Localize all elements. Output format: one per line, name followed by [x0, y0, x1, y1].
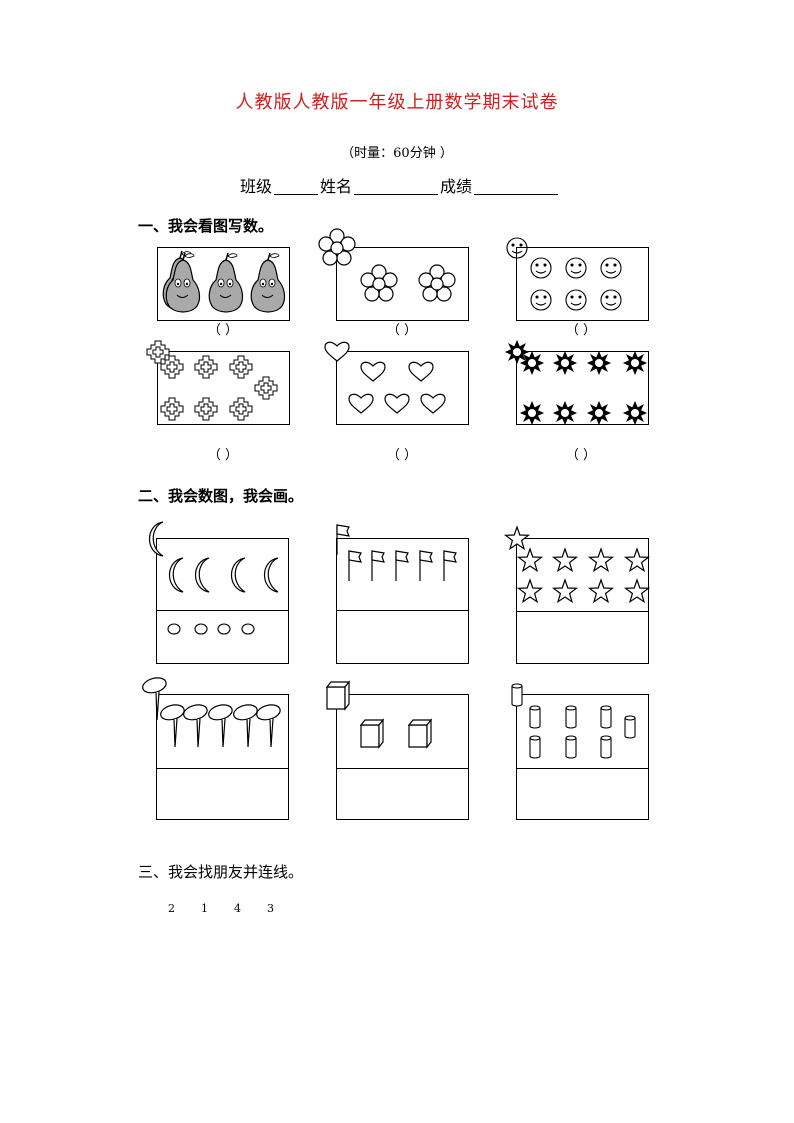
moon-draw-box	[149, 521, 289, 664]
answer-blank[interactable]: （ ）	[565, 448, 597, 463]
cube-icon	[325, 680, 432, 748]
cross-tile-icon	[146, 340, 278, 421]
flag-icon	[336, 524, 457, 582]
moon-icon	[149, 521, 279, 593]
match-number[interactable]: 1	[201, 902, 208, 915]
star-draw-box	[503, 525, 650, 664]
answer-blank[interactable]: （ ）	[386, 448, 418, 463]
pear-icon	[162, 250, 286, 313]
pear-picture-box	[157, 247, 290, 321]
draw-divider	[157, 610, 288, 611]
sun-icon	[504, 339, 647, 425]
name-field[interactable]	[354, 174, 439, 195]
draw-divider	[337, 768, 468, 769]
section-2-heading: 二、我会数图，我会画。	[138, 487, 304, 505]
cylinder-icon	[511, 683, 636, 759]
cylinder-draw-box	[511, 683, 649, 820]
section-1-heading: 一、我会看图写数。	[138, 217, 274, 235]
heart-picture-box	[324, 341, 469, 425]
name-label: 姓名	[320, 177, 353, 196]
draw-divider	[157, 768, 288, 769]
circle-icon	[167, 623, 255, 635]
matching-numbers: 2 1 4 3	[168, 902, 274, 915]
cross-tile-picture-box	[146, 340, 290, 425]
flag-draw-box	[336, 524, 469, 664]
draw-divider	[337, 610, 468, 611]
section-3-heading: 三、我会找朋友并连线。	[138, 863, 304, 881]
score-label: 成绩	[440, 177, 473, 196]
class-field[interactable]	[274, 174, 319, 195]
student-info-row: 班级 姓名 成绩	[240, 173, 560, 197]
answer-blank[interactable]: （ ）	[565, 323, 597, 338]
heart-icon	[324, 341, 446, 414]
match-number[interactable]: 4	[234, 902, 241, 915]
cube-draw-box	[325, 680, 469, 820]
class-label: 班级	[240, 177, 273, 196]
smiley-picture-box	[506, 237, 649, 321]
page-title: 人教版人教版一年级上册数学期末试卷	[235, 92, 559, 113]
answer-blank[interactable]: （ ）	[207, 448, 239, 463]
exam-duration: （时量：60分钟 ）	[341, 146, 453, 161]
answer-blank[interactable]: （ ）	[386, 323, 418, 338]
draw-divider	[517, 768, 648, 769]
flower-icon	[318, 228, 456, 302]
smiley-icon	[506, 237, 622, 311]
answer-blank[interactable]: （ ）	[207, 323, 239, 338]
lollipop-draw-box	[142, 677, 289, 820]
match-number[interactable]: 3	[267, 902, 274, 915]
score-field[interactable]	[474, 174, 559, 195]
draw-divider	[517, 611, 648, 612]
match-number[interactable]: 2	[168, 902, 175, 915]
flower-picture-box	[318, 228, 469, 321]
lollipop-icon	[142, 677, 283, 748]
sun-picture-box	[504, 339, 649, 425]
star-icon	[503, 525, 650, 603]
